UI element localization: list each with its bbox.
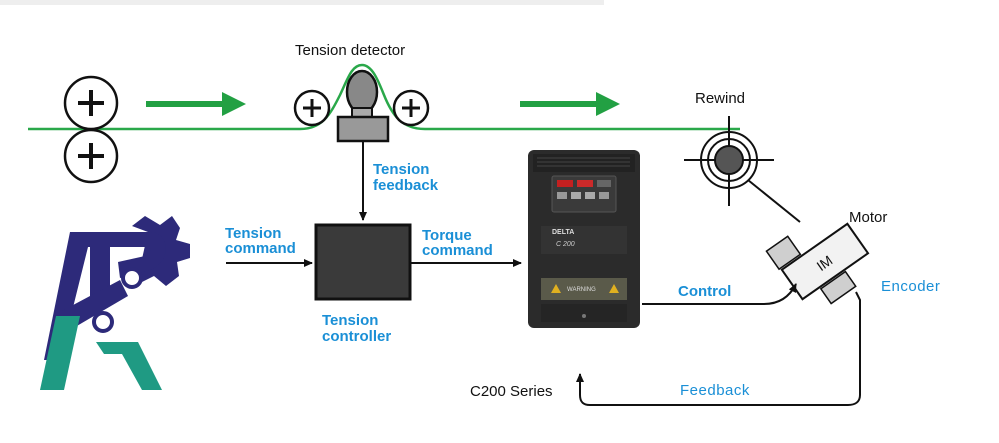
drive-shaft bbox=[747, 179, 801, 223]
rewind-reel-icon bbox=[684, 116, 774, 206]
torque-command-label-1: Torque bbox=[422, 227, 472, 244]
drive-brand-text: DELTA bbox=[552, 229, 574, 236]
top-divider bbox=[0, 0, 604, 5]
web-direction-arrow bbox=[520, 92, 620, 116]
tension-feedback-label-1: Tension bbox=[373, 161, 430, 178]
motor-im-text: IM bbox=[814, 252, 836, 274]
tension-feedback-label-2: feedback bbox=[373, 177, 439, 194]
rewind-label: Rewind bbox=[695, 90, 746, 107]
motor-im: IM bbox=[765, 222, 870, 305]
c200-series-label: C200 Series bbox=[470, 383, 553, 400]
tension-detector-label: Tension detector bbox=[295, 42, 406, 59]
drive-model-text: C 200 bbox=[556, 241, 575, 248]
feedback-line bbox=[576, 291, 861, 406]
torque-command-label-2: command bbox=[422, 242, 493, 259]
tension-command-label-1: Tension bbox=[225, 225, 282, 242]
plus-roller-icon bbox=[63, 75, 119, 131]
motor-label: Motor bbox=[849, 209, 888, 226]
encoder-label: Encoder bbox=[881, 278, 941, 295]
drive-warning-text: WARNING bbox=[567, 287, 596, 293]
control-label: Control bbox=[678, 283, 732, 300]
tension-controller-label-1: Tension bbox=[322, 312, 379, 329]
control-line bbox=[642, 283, 797, 305]
tension-command-label-2: command bbox=[225, 240, 296, 257]
c200-drive: DELTA C 200 WARNING bbox=[528, 150, 640, 328]
web-direction-arrow bbox=[146, 92, 246, 116]
logo-icon bbox=[40, 216, 190, 390]
tension-controller-label-2: controller bbox=[322, 328, 392, 345]
plus-roller-icon bbox=[392, 89, 430, 127]
tension-controller-block bbox=[314, 223, 412, 301]
plus-roller-icon bbox=[63, 128, 119, 184]
tension-detector-device bbox=[336, 69, 390, 143]
plus-roller-icon bbox=[293, 89, 331, 127]
feedback-label: Feedback bbox=[680, 382, 750, 399]
